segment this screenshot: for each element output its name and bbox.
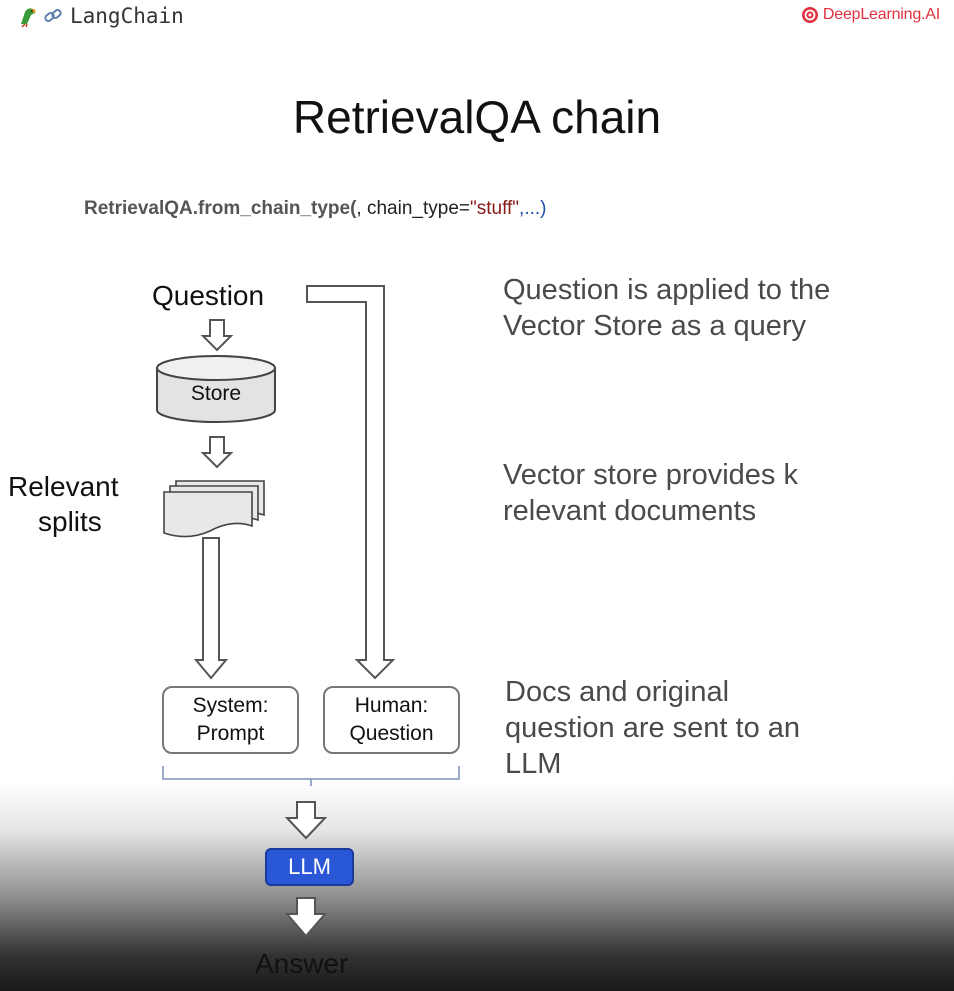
arrow-to-answer (284, 897, 328, 938)
human-question-line1: Human: (354, 694, 429, 717)
system-prompt-line2: Prompt (196, 722, 265, 745)
system-prompt-box: System: Prompt (162, 686, 299, 754)
code-function: RetrievalQA.from_chain_type( (84, 198, 357, 219)
code-args: , chain_type= (356, 198, 470, 219)
store-cylinder-icon (156, 355, 276, 423)
langchain-name: LangChain (70, 4, 184, 28)
deeplearning-name: DeepLearning.AI (822, 6, 940, 23)
step1-line1: Question is applied to the (503, 274, 831, 306)
arrow-question-to-store (200, 319, 234, 352)
link-icon (44, 9, 62, 22)
relevant-splits-label-line2: splits (38, 506, 102, 537)
store-label: Store (190, 382, 242, 405)
grouping-brace (162, 766, 460, 786)
arrow-to-llm (284, 801, 328, 840)
step2-line1: Vector store provides k (503, 459, 798, 491)
step2-line2: relevant documents (503, 495, 757, 527)
step3-line3: LLM (505, 748, 562, 780)
langchain-brand: LangChain (16, 2, 184, 30)
parrot-icon (21, 8, 36, 28)
step3-line1: Docs and original (505, 676, 730, 708)
llm-box: LLM (265, 848, 354, 886)
code-string: "stuff" (469, 198, 520, 219)
step1-line2: Vector Store as a query (503, 310, 807, 342)
relevant-splits-label-line1: Relevant (8, 471, 119, 502)
documents-stack-icon (163, 480, 265, 538)
step3-description: Docs and original question are sent to a… (505, 674, 800, 782)
step3-line2: question are sent to an (505, 712, 801, 744)
human-question-box: Human: Question (323, 686, 460, 754)
deeplearning-logo-icon (801, 7, 818, 23)
deeplearning-brand: DeepLearning.AI (801, 4, 940, 26)
answer-label: Answer (255, 948, 349, 979)
arrow-store-to-splits (200, 436, 234, 469)
system-prompt-line1: System: (192, 694, 269, 717)
arrow-splits-to-system (193, 537, 229, 680)
question-label: Question (152, 280, 265, 311)
step2-description: Vector store provides k relevant documen… (503, 457, 798, 529)
code-rest: ,...) (519, 198, 547, 219)
code-snippet: RetrievalQA.from_chain_type(, chain_type… (84, 198, 547, 220)
slide-title: RetrievalQA chain (292, 91, 662, 143)
arrow-question-to-human (306, 285, 396, 680)
step1-description: Question is applied to the Vector Store … (503, 272, 830, 344)
human-question-line2: Question (349, 722, 434, 745)
